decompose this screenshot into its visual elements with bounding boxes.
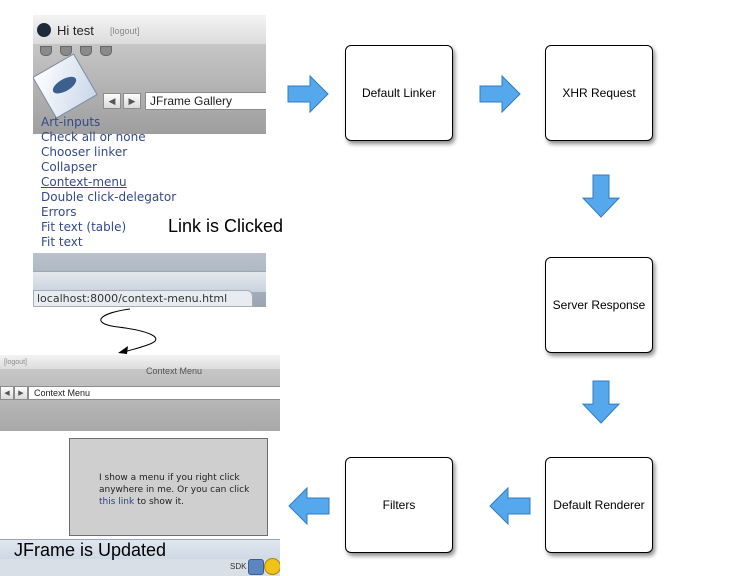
dock-app-icon[interactable]	[264, 558, 280, 575]
default-linker-box: Default Linker	[345, 45, 453, 141]
dock-app-icon[interactable]	[248, 559, 264, 575]
list-item[interactable]: Art-inputs	[41, 115, 101, 129]
titlebar: [logout]	[0, 355, 280, 369]
xhr-request-box: XHR Request	[545, 45, 653, 141]
greeting-text: Hi test	[57, 23, 94, 38]
list-item[interactable]: Check all or none	[41, 130, 146, 144]
panel-text-part: to show it.	[137, 497, 184, 507]
arrow-down-icon	[581, 380, 621, 424]
context-menu-screenshot: [logout] Context Menu ◀ ▶ Context Menu I…	[0, 355, 280, 576]
logout-link[interactable]: [logout]	[4, 359, 27, 366]
toolbar: Context Menu ◀ ▶ Context Menu	[0, 366, 280, 431]
window-control-icon[interactable]	[80, 46, 92, 56]
arrow-right-icon	[287, 74, 329, 114]
back-button[interactable]: ◀	[0, 386, 14, 400]
list-item[interactable]: Chooser linker	[41, 145, 128, 159]
sdk-label: SDK	[230, 562, 247, 571]
show-menu-link[interactable]: this link	[99, 497, 135, 507]
arrow-left-icon	[489, 486, 531, 526]
back-button[interactable]: ◀	[103, 93, 121, 109]
status-bar	[0, 559, 280, 576]
context-menu-panel[interactable]: I show a menu if you right click anywher…	[69, 438, 268, 536]
list-item[interactable]: Collapser	[41, 160, 97, 174]
gallery-screenshot: Hi test [logout] ◀ ▶ JFrame Gallery Art-…	[33, 15, 266, 307]
window-title: Context Menu	[146, 366, 203, 376]
context-menu-link[interactable]: Context-menu	[41, 175, 127, 189]
default-renderer-box: Default Renderer	[545, 457, 653, 553]
forward-button[interactable]: ▶	[123, 93, 141, 109]
toolbar: ◀ ▶ JFrame Gallery	[33, 44, 266, 134]
forward-button[interactable]: ▶	[14, 386, 28, 400]
horizontal-scrollbar[interactable]	[33, 271, 266, 292]
list-item[interactable]: Fit text	[41, 235, 83, 249]
list-item[interactable]: Fit text (table)	[41, 220, 127, 234]
filters-box: Filters	[345, 457, 453, 553]
server-response-box: Server Response	[545, 257, 653, 353]
logout-link[interactable]: [logout]	[110, 26, 140, 36]
arrow-down-icon	[581, 174, 621, 218]
connector-arrowhead-icon	[118, 346, 128, 354]
panel-text: I show a menu if you right click anywher…	[99, 472, 259, 508]
window-title-field[interactable]: Context Menu	[28, 386, 280, 400]
status-url: localhost:8000/context-menu.html	[33, 290, 253, 307]
list-item[interactable]: Errors	[41, 205, 77, 219]
panel-text-part: I show a menu if you right click anywher…	[99, 473, 250, 495]
jframe-updated-caption: JFrame is Updated	[14, 540, 167, 560]
window-control-icon[interactable]	[100, 46, 112, 56]
list-item[interactable]: Double click-delegator	[41, 190, 177, 204]
squiggle-connector	[100, 308, 157, 353]
window-control-icon[interactable]	[60, 46, 72, 56]
arrow-right-icon	[479, 74, 521, 114]
window-title-field[interactable]: JFrame Gallery	[145, 92, 266, 110]
window-control-icon[interactable]	[40, 46, 52, 56]
app-logo-icon	[37, 23, 51, 37]
arrow-left-icon	[288, 486, 330, 526]
link-clicked-caption: Link is Clicked	[168, 216, 284, 236]
gallery-link-list: Art-inputs Check all or none Chooser lin…	[41, 115, 176, 250]
